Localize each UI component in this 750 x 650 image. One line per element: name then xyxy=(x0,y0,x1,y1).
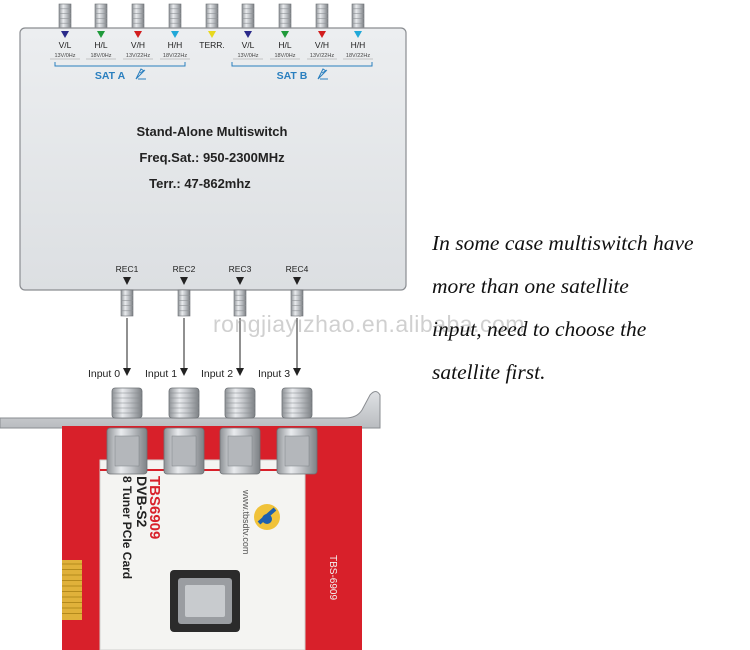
input-label: V/H xyxy=(315,40,329,50)
input-sub-label: 13V/0Hz xyxy=(54,53,75,59)
input-label: H/L xyxy=(94,40,108,50)
f-connector xyxy=(205,3,219,29)
f-connector xyxy=(278,3,292,29)
input-marker-icon xyxy=(97,31,105,38)
input-sub-label: 18V/22Hz xyxy=(163,53,187,59)
f-connector xyxy=(168,3,182,29)
card-description: 8 Tuner PCIe Card xyxy=(120,476,134,579)
input-label: H/H xyxy=(351,40,366,50)
coax-cables xyxy=(123,318,301,376)
output-label: REC4 xyxy=(286,264,309,274)
input-sub-label: 13V/22Hz xyxy=(310,53,334,59)
caption-line: more than one satellite xyxy=(432,274,629,298)
caption-line: satellite first. xyxy=(432,360,546,384)
sat-b-group: SAT B xyxy=(231,62,373,82)
card-website: www.tbsdtv.com xyxy=(241,489,251,554)
input-marker-icon xyxy=(134,31,142,38)
f-connector xyxy=(58,3,72,29)
card-input-label: Input 2 xyxy=(201,368,233,380)
multiswitch-title: Stand-Alone Multiswitch xyxy=(137,124,288,139)
f-connector xyxy=(131,3,145,29)
card-input-label: Input 0 xyxy=(88,368,120,380)
card-f-connector xyxy=(106,387,148,475)
multiswitch-freq-sat: Freq.Sat.: 950-2300MHz xyxy=(139,150,285,165)
switch-outputs: REC1 REC2 REC3 REC4 xyxy=(116,264,309,317)
input-label: H/H xyxy=(168,40,183,50)
arrow-down-icon xyxy=(180,368,188,376)
card-f-connector xyxy=(163,387,205,475)
input-marker-icon xyxy=(171,31,179,38)
output-label: REC2 xyxy=(173,264,196,274)
card-input-label: Input 1 xyxy=(145,368,177,380)
f-connector xyxy=(241,3,255,29)
card-input-connectors xyxy=(106,387,318,475)
caption-line: In some case multiswitch have xyxy=(432,231,694,255)
switch-input-connectors xyxy=(58,3,365,29)
sat-a-group: SAT A xyxy=(54,62,186,82)
f-connector xyxy=(351,3,365,29)
f-connector xyxy=(177,289,191,317)
multiswitch-terr: Terr.: 47-862mhz xyxy=(149,176,251,191)
card-edge-label: TBS-6909 xyxy=(327,555,338,600)
arrow-down-icon xyxy=(123,368,131,376)
input-sub-label: 18V/0Hz xyxy=(90,53,111,59)
satellite-dish-icon xyxy=(135,68,146,80)
input-sub-label: 13V/0Hz xyxy=(237,53,258,59)
sat-a-label: SAT A xyxy=(95,70,126,82)
multiswitch-body xyxy=(19,27,407,291)
output-marker-icon xyxy=(236,277,244,285)
output-marker-icon xyxy=(293,277,301,285)
satellite-dish-icon xyxy=(317,68,328,80)
card-f-connector xyxy=(276,387,318,475)
f-connector xyxy=(120,289,134,317)
output-marker-icon xyxy=(180,277,188,285)
caption-text: In some case multiswitch have more than … xyxy=(432,222,750,394)
arrow-down-icon xyxy=(293,368,301,376)
input-label: V/L xyxy=(59,40,72,50)
input-sub-label: 18V/0Hz xyxy=(274,53,295,59)
output-marker-icon xyxy=(123,277,131,285)
f-connector xyxy=(315,3,329,29)
pcie-bracket xyxy=(0,391,381,429)
input-label: V/H xyxy=(131,40,145,50)
input-label: H/L xyxy=(278,40,292,50)
card-standard: DVB-S2 xyxy=(134,476,150,528)
card-input-labels: Input 0 Input 1 Input 2 Input 3 xyxy=(88,368,290,380)
arrow-down-icon xyxy=(236,368,244,376)
input-marker-icon xyxy=(208,31,216,38)
f-connector xyxy=(94,3,108,29)
tbs-logo-icon xyxy=(254,504,280,530)
input-marker-icon xyxy=(61,31,69,38)
input-marker-icon xyxy=(281,31,289,38)
input-sub-label: 13V/22Hz xyxy=(126,53,150,59)
output-label: REC1 xyxy=(116,264,139,274)
input-label: TERR. xyxy=(199,40,225,50)
input-marker-icon xyxy=(244,31,252,38)
f-connector xyxy=(233,289,247,317)
input-marker-icon xyxy=(318,31,326,38)
card-f-connector xyxy=(219,387,261,475)
input-marker-icon xyxy=(354,31,362,38)
caption-line: input, need to choose the xyxy=(432,317,647,341)
watermark: rongjiayizhao.en.alibaba.com xyxy=(213,311,525,337)
f-connector xyxy=(290,289,304,317)
card-input-label: Input 3 xyxy=(258,368,290,380)
card-model: TBS6909 xyxy=(146,476,163,539)
sat-b-label: SAT B xyxy=(277,70,308,82)
switch-input-labels: V/L 13V/0Hz H/L 18V/0Hz V/H 13V/22Hz H/H 18V/22… xyxy=(50,31,373,60)
input-sub-label: 18V/22Hz xyxy=(346,53,370,59)
output-label: REC3 xyxy=(229,264,252,274)
input-label: V/L xyxy=(242,40,255,50)
